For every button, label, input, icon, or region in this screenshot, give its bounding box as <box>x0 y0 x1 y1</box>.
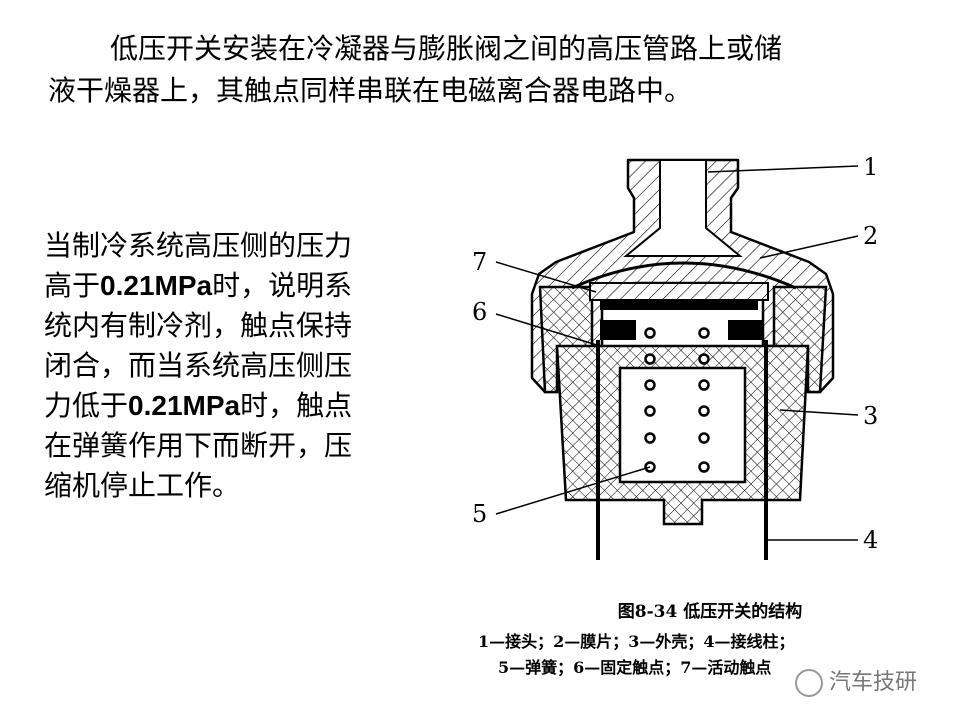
fixed-contact-left <box>600 320 636 340</box>
explanation-paragraph: 当制冷系统高压侧的压力 高于0.21MPa时，说明系 统内有制冷剂，触点保持 闭… <box>44 226 416 506</box>
spring-coil <box>644 405 656 417</box>
explain-line: 力低于0.21MPa时，触点 <box>44 386 416 426</box>
legend-line-1: 1—接头；2—膜片；3—外壳；4—接线柱； <box>478 632 795 651</box>
leader-line-7 <box>495 261 597 293</box>
spring-coil <box>698 327 710 339</box>
explain-line: 在弹簧作用下而断开，压 <box>44 429 353 462</box>
pressure-value: 0.21MPa <box>128 390 241 421</box>
explain-line: 缩机停止工作。 <box>44 469 241 502</box>
callout-3: 3 <box>863 402 879 430</box>
leader-lines <box>495 165 859 541</box>
wechat-icon <box>795 669 823 697</box>
spring-coil <box>644 432 656 444</box>
spring-coil <box>698 405 710 417</box>
spring-coil <box>644 353 656 365</box>
leader-line-1 <box>707 165 859 173</box>
spring-coil <box>698 353 710 365</box>
fixed-contact-right <box>728 320 764 340</box>
spring-coil <box>644 327 656 339</box>
explain-line: 统内有制冷剂，触点保持 <box>44 309 353 342</box>
callout-5: 5 <box>472 500 488 528</box>
leader-line-6 <box>495 313 601 347</box>
leader-line-2 <box>759 235 859 259</box>
spring-coil <box>644 379 656 391</box>
callout-6: 6 <box>472 298 488 326</box>
explain-line: 高于0.21MPa时，说明系 <box>44 266 416 306</box>
connector-bore <box>623 159 743 257</box>
explain-text: 力低于 <box>44 389 129 422</box>
explain-text: 时，触点 <box>240 389 353 422</box>
intro-line-1: 低压开关安装在冷凝器与膨胀阀之间的高压管路上或储 <box>110 32 783 65</box>
explain-line: 当制冷系统高压侧的压力 <box>44 229 353 262</box>
intro-paragraph: 低压开关安装在冷凝器与膨胀阀之间的高压管路上或储 液干燥器上，其触点同样串联在电… <box>48 28 928 112</box>
leader-line-3 <box>779 409 859 416</box>
watermark-text: 汽车技研 <box>829 670 918 695</box>
moving-contact-plate <box>589 282 769 301</box>
callout-7: 7 <box>472 248 488 276</box>
leader-line-5 <box>495 466 651 515</box>
insulating-body <box>538 285 828 526</box>
figure-caption-title: 图8-34 低压开关的结构 <box>617 602 803 622</box>
watermark: 汽车技研 <box>795 664 917 697</box>
explain-text: 时，说明系 <box>212 269 353 302</box>
diaphragm <box>571 261 797 290</box>
explain-line: 闭合，而当系统高压侧压 <box>44 349 353 382</box>
explain-text: 高于 <box>44 269 101 302</box>
spring-coil <box>698 379 710 391</box>
intro-line-2: 液干燥器上，其触点同样串联在电磁离合器电路中。 <box>48 74 693 107</box>
spring-coil <box>698 432 710 444</box>
legend-line-2: 5—弹簧；6—固定触点；7—活动触点 <box>498 658 772 677</box>
pressure-value: 0.21MPa <box>100 270 213 301</box>
moving-contact-bar <box>600 300 758 310</box>
callout-2: 2 <box>863 222 879 250</box>
callout-1: 1 <box>863 153 879 181</box>
spring-coil <box>698 461 710 473</box>
callout-4: 4 <box>863 526 879 554</box>
